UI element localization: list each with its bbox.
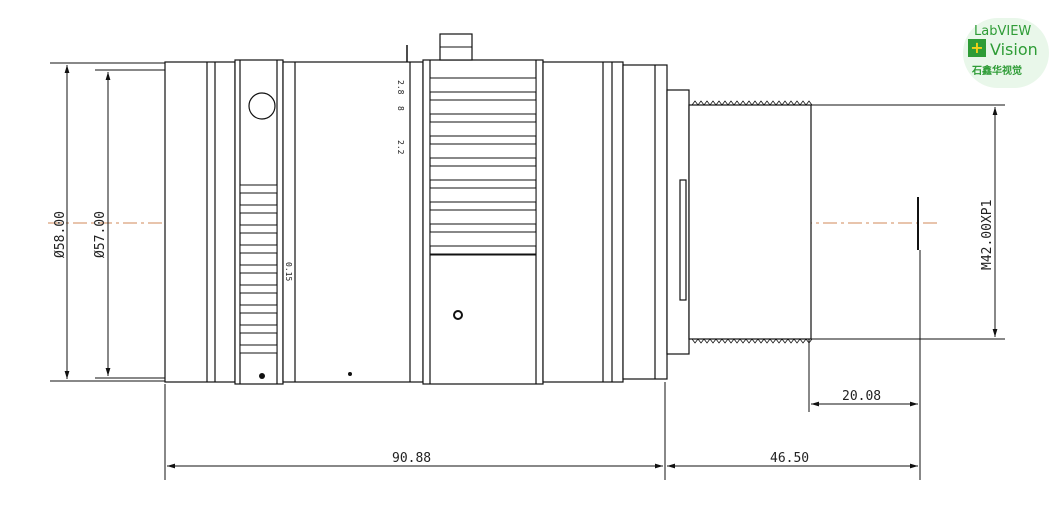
focus-lock-screw — [248, 92, 276, 120]
logo-text-company: 石鑫华视觉 — [972, 66, 1022, 77]
diameter-dimensions — [50, 62, 165, 382]
aperture-lock-screw — [453, 310, 463, 320]
logo-text-labview: LabVIEW — [974, 24, 1032, 39]
logo-plus-icon: + — [968, 39, 986, 57]
flange-dimension — [808, 250, 921, 480]
scale-mark-3: 2.2 — [396, 140, 405, 155]
flange-label: 20.08 — [842, 389, 881, 404]
focus-screw-bottom — [259, 373, 265, 379]
length-dimensions — [164, 382, 918, 480]
thread-teeth — [691, 100, 813, 344]
scale-mark-2: 8 — [396, 106, 405, 111]
outer-diameter-label: Ø58.00 — [53, 211, 68, 258]
length-thread-label: 46.50 — [770, 451, 809, 466]
logo-text-vision: Vision — [990, 40, 1038, 59]
index-dot — [348, 372, 352, 376]
scale-mark-1: 2.8 — [396, 80, 405, 95]
focus-scale-mark: 0.15 — [284, 262, 293, 281]
inner-diameter-label: Ø57.00 — [93, 211, 108, 258]
thread-dimension — [811, 104, 1005, 340]
length-total-label: 90.88 — [392, 451, 431, 466]
thread-label: M42.00XP1 — [980, 200, 995, 270]
focus-grip — [239, 184, 278, 354]
aperture-grip — [429, 77, 537, 256]
